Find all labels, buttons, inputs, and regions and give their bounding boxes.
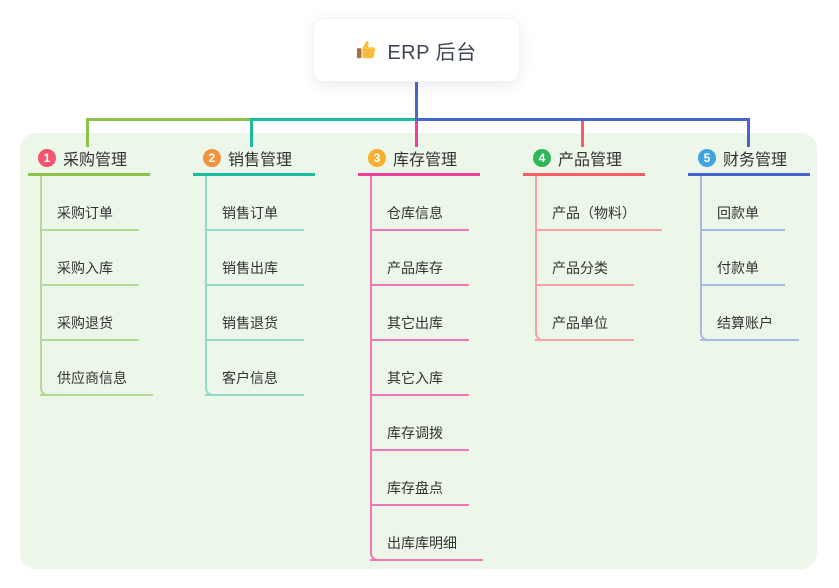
child-node[interactable]: 其它出库 <box>370 313 469 341</box>
trunk-segment-teal <box>250 118 417 121</box>
drop-line-sales <box>250 121 253 147</box>
child-node[interactable]: 库存调拨 <box>370 423 469 451</box>
trunk-segment-blue <box>415 118 750 121</box>
child-node-row: 销售出库 <box>205 231 358 286</box>
child-node-row: 供应商信息 <box>40 341 193 396</box>
child-node-row: 出库库明细 <box>370 506 523 561</box>
root-title: ERP 后台 <box>387 41 477 64</box>
branch-number-badge: 3 <box>368 149 386 167</box>
branch-number-badge: 5 <box>698 149 716 167</box>
branch-header-inventory[interactable]: 3 库存管理 <box>358 143 480 176</box>
child-node[interactable]: 产品分类 <box>535 258 634 286</box>
branch-number-badge: 2 <box>203 149 221 167</box>
branch-header-sales[interactable]: 2 销售管理 <box>193 143 315 176</box>
child-node-row: 结算账户 <box>700 286 839 341</box>
child-node[interactable]: 产品单位 <box>535 313 634 341</box>
branch-label: 产品管理 <box>558 152 623 169</box>
child-node-row: 客户信息 <box>205 341 358 396</box>
child-node[interactable]: 产品（物料） <box>535 203 662 231</box>
branch-number-badge: 4 <box>533 149 551 167</box>
child-node-row: 采购退货 <box>40 286 193 341</box>
child-node-row: 库存调拨 <box>370 396 523 451</box>
child-node-row: 产品（物料） <box>535 176 688 231</box>
child-node-row: 销售订单 <box>205 176 358 231</box>
child-node-row: 产品分类 <box>535 231 688 286</box>
branch-finance: 5 财务管理 回款单 付款单 结算账户 <box>688 143 839 341</box>
child-node[interactable]: 其它入库 <box>370 368 469 396</box>
child-node[interactable]: 采购退货 <box>40 313 139 341</box>
branch-number-badge: 1 <box>38 149 56 167</box>
child-node[interactable]: 销售退货 <box>205 313 304 341</box>
child-node[interactable]: 付款单 <box>700 258 785 286</box>
branch-spine-line <box>370 176 382 561</box>
child-node-row: 其它出库 <box>370 286 523 341</box>
child-node-row: 销售退货 <box>205 286 358 341</box>
child-node-row: 产品库存 <box>370 231 523 286</box>
child-node-row: 其它入库 <box>370 341 523 396</box>
child-node[interactable]: 供应商信息 <box>40 368 153 396</box>
child-node[interactable]: 产品库存 <box>370 258 469 286</box>
branch-header-product[interactable]: 4 产品管理 <box>523 143 645 176</box>
drop-line-finance <box>747 118 750 147</box>
child-node[interactable]: 出库库明细 <box>370 533 483 561</box>
child-node[interactable]: 回款单 <box>700 203 785 231</box>
branch-product: 4 产品管理 产品（物料） 产品分类 产品单位 <box>523 143 688 341</box>
branch-label: 采购管理 <box>63 152 128 169</box>
child-node-row: 采购入库 <box>40 231 193 286</box>
branch-spine-line <box>40 176 52 396</box>
branch-header-finance[interactable]: 5 财务管理 <box>688 143 810 176</box>
branch-sales: 2 销售管理 销售订单 销售出库 销售退货 客户信息 <box>193 143 358 396</box>
child-node-row: 采购订单 <box>40 176 193 231</box>
drop-line-procurement <box>86 118 89 147</box>
child-node-row: 仓库信息 <box>370 176 523 231</box>
child-node[interactable]: 结算账户 <box>700 313 799 341</box>
branch-inventory: 3 库存管理 仓库信息 产品库存 其它出库 其它入库 库存调拨 库存盘点 出库库… <box>358 143 523 561</box>
drop-line-product <box>581 121 584 147</box>
child-node-row: 库存盘点 <box>370 451 523 506</box>
drop-line-inventory <box>415 121 418 147</box>
child-node-row: 产品单位 <box>535 286 688 341</box>
branch-spine-line <box>535 176 547 341</box>
child-node[interactable]: 采购订单 <box>40 203 139 231</box>
branch-label: 库存管理 <box>393 152 458 169</box>
child-node[interactable]: 销售出库 <box>205 258 304 286</box>
root-stem-line <box>415 82 418 119</box>
trunk-segment-green <box>86 118 253 121</box>
branch-procurement: 1 采购管理 采购订单 采购入库 采购退货 供应商信息 <box>28 143 193 396</box>
thumbs-up-icon <box>356 39 378 61</box>
mindmap-canvas <box>20 133 817 569</box>
branch-label: 销售管理 <box>228 152 293 169</box>
branch-spine-line <box>700 176 712 341</box>
root-node[interactable]: ERP 后台 <box>313 18 520 82</box>
child-node[interactable]: 采购入库 <box>40 258 139 286</box>
child-node[interactable]: 客户信息 <box>205 368 304 396</box>
child-node-row: 回款单 <box>700 176 839 231</box>
child-node[interactable]: 库存盘点 <box>370 478 469 506</box>
branch-label: 财务管理 <box>723 152 788 169</box>
branch-spine-line <box>205 176 217 396</box>
child-node[interactable]: 销售订单 <box>205 203 304 231</box>
child-node-row: 付款单 <box>700 231 839 286</box>
branch-header-procurement[interactable]: 1 采购管理 <box>28 143 150 176</box>
child-node[interactable]: 仓库信息 <box>370 203 469 231</box>
